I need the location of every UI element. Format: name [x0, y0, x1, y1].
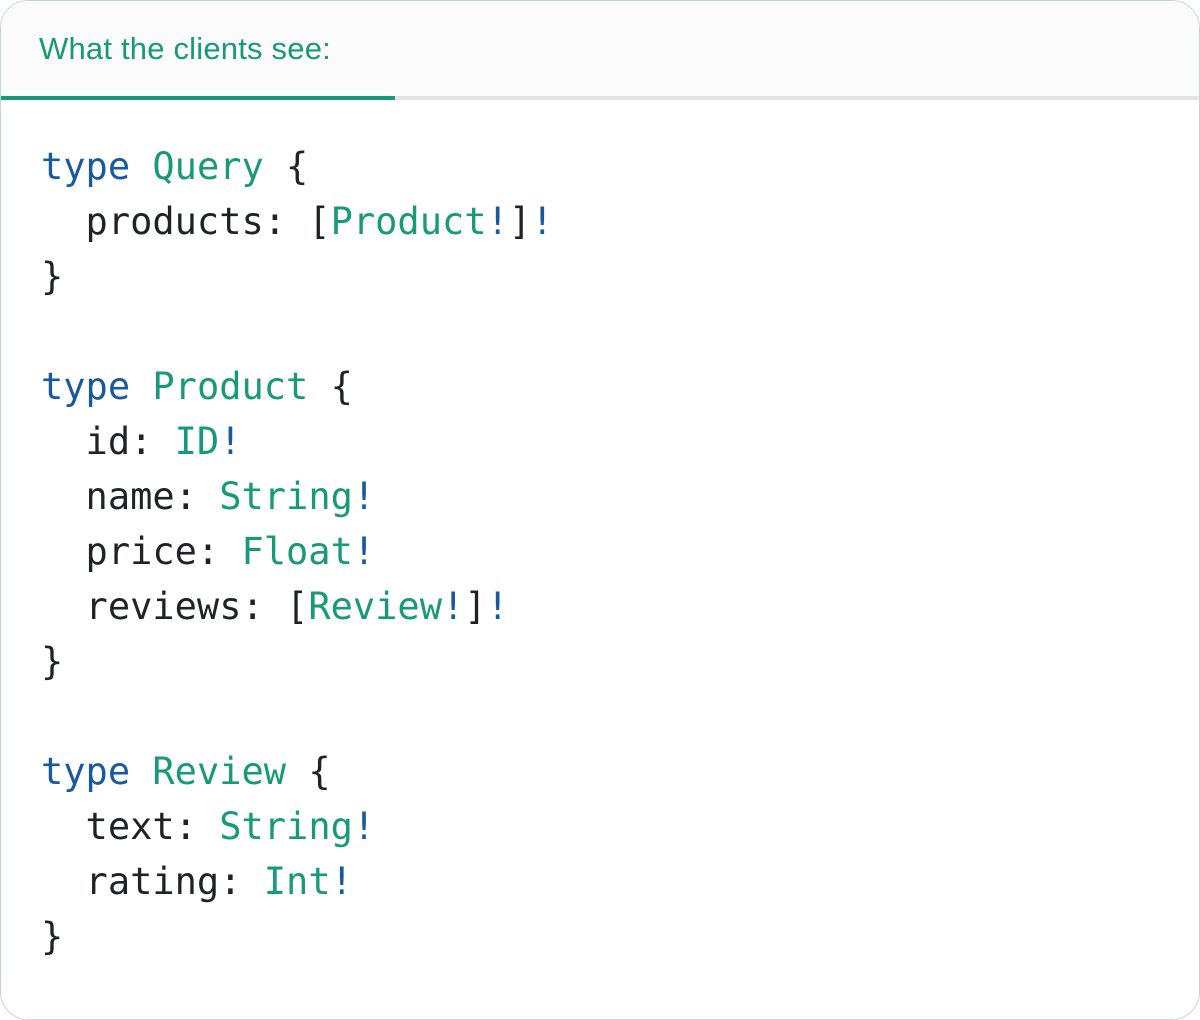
token-type-name: String: [219, 805, 353, 848]
token-plain: [130, 145, 152, 188]
token-keyword: type: [41, 365, 131, 408]
token-plain: [130, 365, 152, 408]
code-line: rating: Int!: [41, 854, 1159, 909]
token-keyword: !: [486, 585, 509, 628]
token-keyword: type: [41, 750, 131, 793]
token-plain: rating:: [41, 860, 264, 903]
token-type-name: Query: [152, 145, 264, 188]
code-line: name: String!: [41, 469, 1159, 524]
token-type-name: Product: [152, 365, 309, 408]
code-line: [41, 304, 1159, 359]
token-keyword: !: [531, 200, 554, 243]
token-keyword: !: [441, 585, 465, 628]
token-plain: ]: [464, 585, 487, 628]
token-keyword: !: [486, 200, 509, 243]
token-plain: [130, 750, 152, 793]
token-type-name: String: [219, 475, 353, 518]
token-keyword: !: [352, 805, 376, 848]
token-plain: price:: [41, 530, 242, 573]
token-keyword: type: [41, 145, 131, 188]
token-keyword: !: [330, 860, 353, 903]
token-type-name: Review: [308, 585, 442, 628]
token-plain: }: [41, 640, 64, 683]
active-tab-indicator: [1, 96, 395, 100]
code-line: type Query {: [41, 139, 1159, 194]
token-plain: id:: [41, 420, 175, 463]
token-plain: {: [286, 750, 331, 793]
code-line: type Review {: [41, 744, 1159, 799]
token-keyword: !: [352, 530, 376, 573]
tab-label: What the clients see:: [39, 31, 331, 66]
code-block: type Query { products: [Product!]!} type…: [1, 100, 1199, 964]
code-line: }: [41, 249, 1159, 304]
code-line: reviews: [Review!]!: [41, 579, 1159, 634]
token-plain: reviews: [: [41, 585, 309, 628]
token-keyword: !: [219, 420, 242, 463]
token-plain: ]: [508, 200, 532, 243]
code-line: type Product {: [41, 359, 1159, 414]
token-plain: {: [263, 145, 309, 188]
token-plain: }: [41, 915, 64, 958]
token-plain: {: [308, 365, 353, 408]
code-line: text: String!: [41, 799, 1159, 854]
tab-bar-divider: [1, 96, 1199, 100]
token-plain: products: [: [41, 200, 331, 243]
code-line: [41, 689, 1159, 744]
token-type-name: Float: [241, 530, 353, 573]
token-keyword: !: [352, 475, 376, 518]
code-line: products: [Product!]!: [41, 194, 1159, 249]
code-line: }: [41, 909, 1159, 964]
tab-bar: What the clients see:: [1, 1, 1199, 100]
token-type-name: Review: [152, 750, 287, 793]
code-line: id: ID!: [41, 414, 1159, 469]
code-line: price: Float!: [41, 524, 1159, 579]
token-type-name: Int: [263, 860, 331, 903]
token-plain: name:: [41, 475, 220, 518]
token-plain: }: [41, 255, 64, 298]
token-type-name: Product: [330, 200, 487, 243]
tab-what-clients-see[interactable]: What the clients see:: [1, 1, 395, 100]
token-type-name: ID: [174, 420, 220, 463]
code-line: }: [41, 634, 1159, 689]
token-plain: text:: [41, 805, 220, 848]
